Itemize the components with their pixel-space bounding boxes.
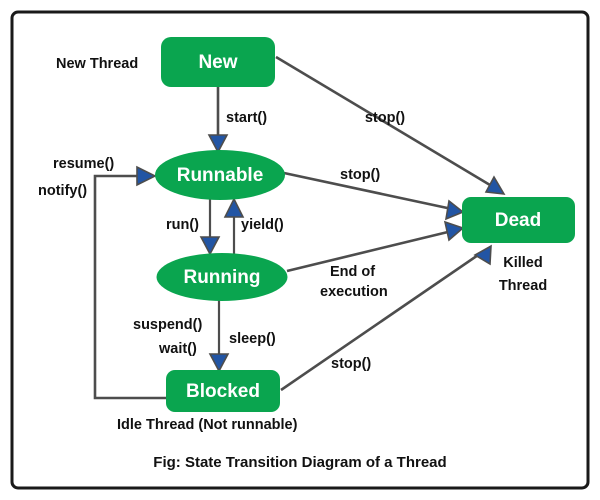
edge-blocked-to-dead (280, 244, 492, 392)
node-blocked-label: Blocked (186, 381, 260, 402)
edge-label-resume: resume() (53, 156, 114, 172)
edge-label-stop-runnable-to-dead: stop() (340, 167, 380, 183)
edge-running-to-dead (286, 220, 465, 273)
edge-blocked-to-runnable (93, 165, 166, 400)
edge-label-yield: yield() (241, 217, 284, 233)
figure-caption: Fig: State Transition Diagram of a Threa… (153, 454, 446, 471)
edge-label-end-of: End of (330, 264, 375, 280)
node-runnable[interactable]: Runnable (155, 150, 285, 200)
node-dead[interactable]: Dead (462, 197, 575, 243)
node-new[interactable]: New (161, 37, 275, 87)
edge-new-to-dead (275, 55, 506, 195)
annotations-layer: New Thread Killed Thread Idle Thread (No… (56, 56, 547, 433)
arrowhead-stop-blocked (473, 244, 492, 266)
edge-label-notify: notify() (38, 183, 87, 199)
node-running-label: Running (183, 267, 260, 288)
edges-layer (93, 55, 506, 400)
node-blocked[interactable]: Blocked (166, 370, 280, 412)
arrowhead-end-of-execution (443, 220, 465, 242)
node-running[interactable]: Running (156, 253, 288, 301)
arrowhead-start (207, 134, 229, 154)
edge-label-stop-new-to-dead: stop() (365, 110, 405, 126)
arrowhead-stop-runnable (444, 199, 465, 221)
edge-label-run: run() (166, 217, 199, 233)
edge-label-execution: execution (320, 284, 388, 300)
edge-running-to-blocked (208, 300, 230, 373)
edge-label-suspend: suspend() (133, 317, 202, 333)
arrowhead-resume-notify (136, 165, 157, 187)
edge-label-wait: wait() (158, 341, 197, 357)
annotation-new-thread: New Thread (56, 56, 138, 72)
edge-new-to-runnable (207, 87, 229, 154)
edge-label-sleep: sleep() (229, 331, 276, 347)
edge-runnable-to-running (199, 199, 221, 256)
node-dead-shape[interactable] (462, 197, 575, 243)
annotation-killed: Killed (503, 255, 542, 271)
node-new-label: New (198, 52, 237, 73)
edge-label-stop-blocked-to-dead: stop() (331, 356, 371, 372)
edge-running-to-runnable (223, 197, 245, 254)
node-blocked-shape[interactable] (166, 370, 280, 412)
node-running-shape[interactable] (156, 253, 288, 301)
node-runnable-label: Runnable (177, 165, 264, 186)
arrowhead-run (199, 236, 221, 256)
node-new-shape[interactable] (161, 37, 275, 87)
arrowhead-sleep (208, 353, 230, 373)
annotation-idle-thread: Idle Thread (Not runnable) (117, 417, 298, 433)
nodes-layer: New Runnable Running Blocked Dead (155, 37, 575, 412)
arrowhead-stop-new (484, 175, 506, 195)
arrowhead-yield (223, 197, 245, 218)
edge-labels-layer: start() stop() stop() resume() notify() … (38, 110, 405, 372)
annotation-killed-thread: Thread (499, 278, 547, 294)
diagram-frame (10, 10, 590, 490)
edge-label-start: start() (226, 110, 267, 126)
node-runnable-shape[interactable] (155, 150, 285, 200)
node-dead-label: Dead (495, 210, 541, 231)
edge-runnable-to-dead (283, 171, 465, 221)
